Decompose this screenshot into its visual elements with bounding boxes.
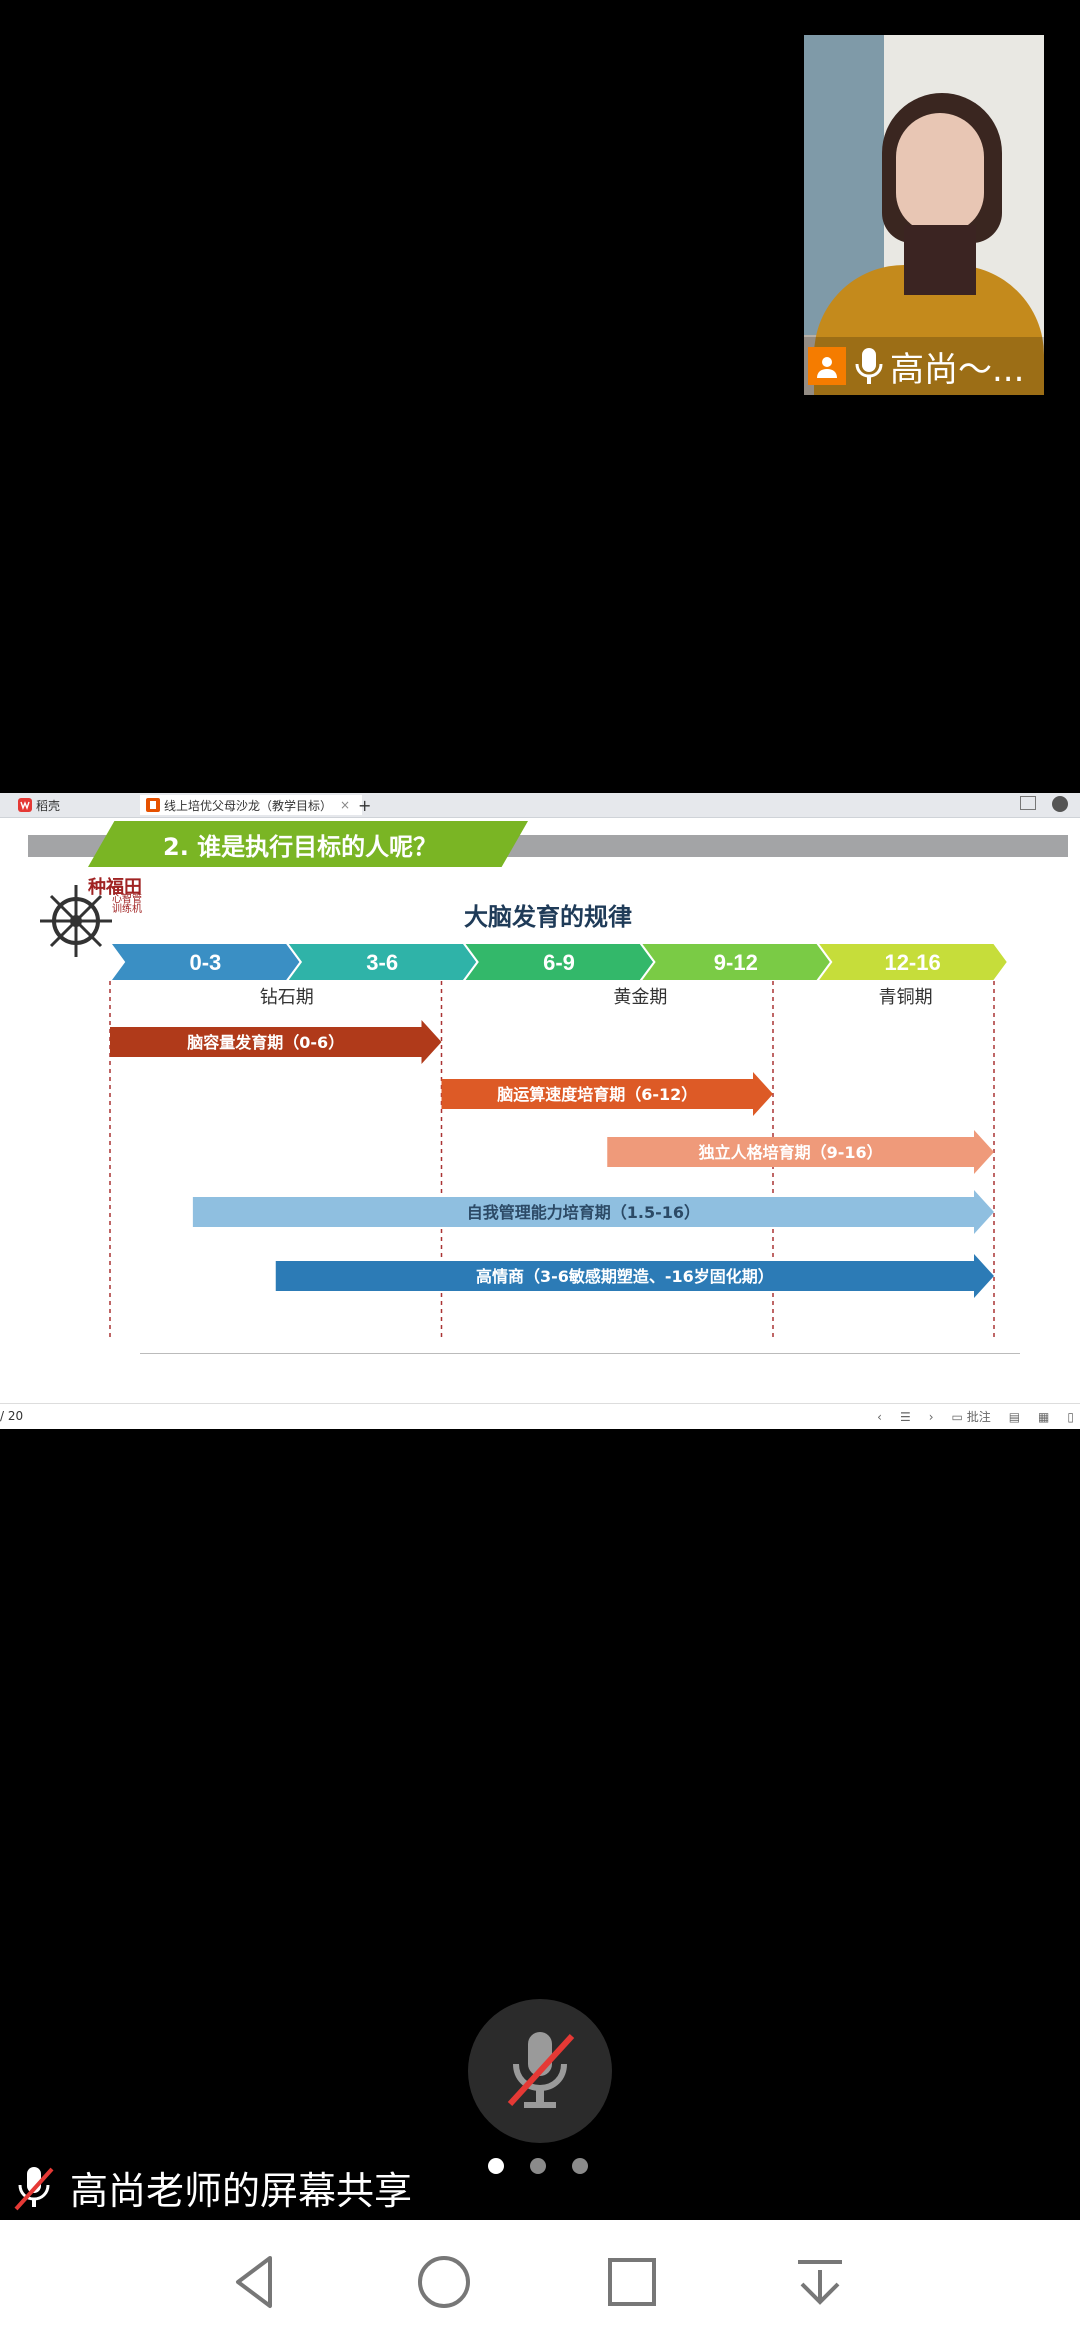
notification-pull-icon[interactable] [788, 2250, 852, 2314]
period-arrow-label: 脑容量发育期（0-6） [187, 1033, 344, 1052]
page-indicator: / 20 [0, 1409, 24, 1423]
period-arrow-label: 独立人格培育期（9-16） [699, 1143, 883, 1162]
grid-view-icon[interactable]: ▦ [1038, 1409, 1050, 1424]
wps-icon [18, 798, 32, 812]
user-icon [808, 347, 846, 385]
segment-label: 12-16 [884, 950, 940, 975]
tab-label: 线上培优父母沙龙（教学目标） [164, 798, 333, 813]
phase-label: 黄金期 [613, 987, 667, 1008]
segment-label: 0-3 [190, 950, 222, 975]
next-slide-icon[interactable]: › [928, 1409, 934, 1424]
recents-icon[interactable] [600, 2250, 664, 2314]
slide-title-bar [88, 821, 528, 867]
period-arrow [441, 1072, 773, 1116]
browser-tab-bar: 稻壳 线上培优父母沙龙（教学目标） × + [0, 793, 1080, 818]
period-arrow [192, 1190, 994, 1234]
presentation-slide: 2. 谁是执行目标的人呢？ 种福田 心智管 训练机 大脑发育的规律 0-3 3-6… [28, 821, 1068, 1389]
video-caption: 高尚～... [804, 337, 1044, 395]
period-arrow [110, 1020, 442, 1064]
period-arrow-label: 脑运算速度培育期（6-12） [497, 1085, 697, 1104]
segment-label: 9-12 [714, 950, 758, 975]
window-icon[interactable] [1020, 796, 1036, 810]
prev-slide-icon[interactable]: ‹ [877, 1409, 882, 1424]
video-person-sweater [904, 225, 976, 295]
pager-dot[interactable] [488, 2158, 504, 2174]
tab-docer[interactable]: 稻壳 [18, 795, 128, 815]
reading-view-icon[interactable]: ▯ [1067, 1409, 1074, 1424]
video-person-face [896, 113, 984, 233]
pager-dot[interactable] [572, 2158, 588, 2174]
pager-dot[interactable] [530, 2158, 546, 2174]
pager-dots [488, 2158, 588, 2174]
mute-toggle-button[interactable] [468, 1999, 612, 2143]
period-arrow [275, 1254, 994, 1298]
chart-title: 大脑发育的规律 [464, 903, 632, 931]
normal-view-icon[interactable]: ▤ [1008, 1409, 1021, 1424]
participant-video-tile[interactable]: 高尚～... [804, 35, 1044, 395]
back-icon[interactable] [224, 2250, 288, 2314]
comment-icon: ▭ [951, 1410, 963, 1424]
tab-presentation[interactable]: 线上培优父母沙龙（教学目标） × [140, 795, 362, 815]
presentation-icon [146, 798, 160, 812]
close-icon[interactable]: × [340, 798, 351, 812]
phase-label: 青铜期 [879, 987, 933, 1008]
microphone-muted-icon [14, 2166, 54, 2210]
microphone-icon [855, 348, 883, 384]
new-tab-button[interactable]: + [358, 795, 372, 815]
shared-screen[interactable]: 稻壳 线上培优父母沙龙（教学目标） × + 2. 谁是执行目标的人呢？ 种福 [0, 793, 1080, 1429]
segment-label: 6-9 [543, 950, 575, 975]
period-arrow [607, 1130, 994, 1174]
slide-title: 2. 谁是执行目标的人呢？ [163, 833, 438, 861]
system-navigation-bar [0, 2220, 1080, 2340]
share-caption-text: 高尚老师的屏幕共享 [70, 2169, 413, 2213]
slide-divider [140, 1353, 1020, 1354]
logo-name: 种福田 [88, 877, 142, 898]
participant-name: 高尚～... [890, 349, 1025, 390]
outline-icon[interactable]: ☰ [899, 1409, 911, 1424]
avatar[interactable] [1052, 796, 1068, 812]
comment-button[interactable]: ▭ 批注 [951, 1410, 991, 1424]
presentation-status-bar: / 20 ‹ ☰ › ▭ 批注 ▤ ▦ ▯ [0, 1403, 1080, 1429]
period-arrow-label: 高情商（3-6敏感期塑造、-16岁固化期） [476, 1267, 774, 1286]
microphone-muted-icon [507, 2032, 575, 2108]
home-icon[interactable] [412, 2250, 476, 2314]
tab-label: 稻壳 [36, 798, 61, 813]
helm-logo-icon [40, 885, 112, 957]
screen-share-caption: 高尚老师的屏幕共享 [12, 2160, 412, 2215]
period-arrow-label: 自我管理能力培育期（1.5-16） [467, 1203, 700, 1222]
phase-label: 钻石期 [260, 987, 314, 1008]
logo-subtitle: 心智管 训练机 [112, 894, 142, 915]
segment-label: 3-6 [366, 950, 398, 975]
